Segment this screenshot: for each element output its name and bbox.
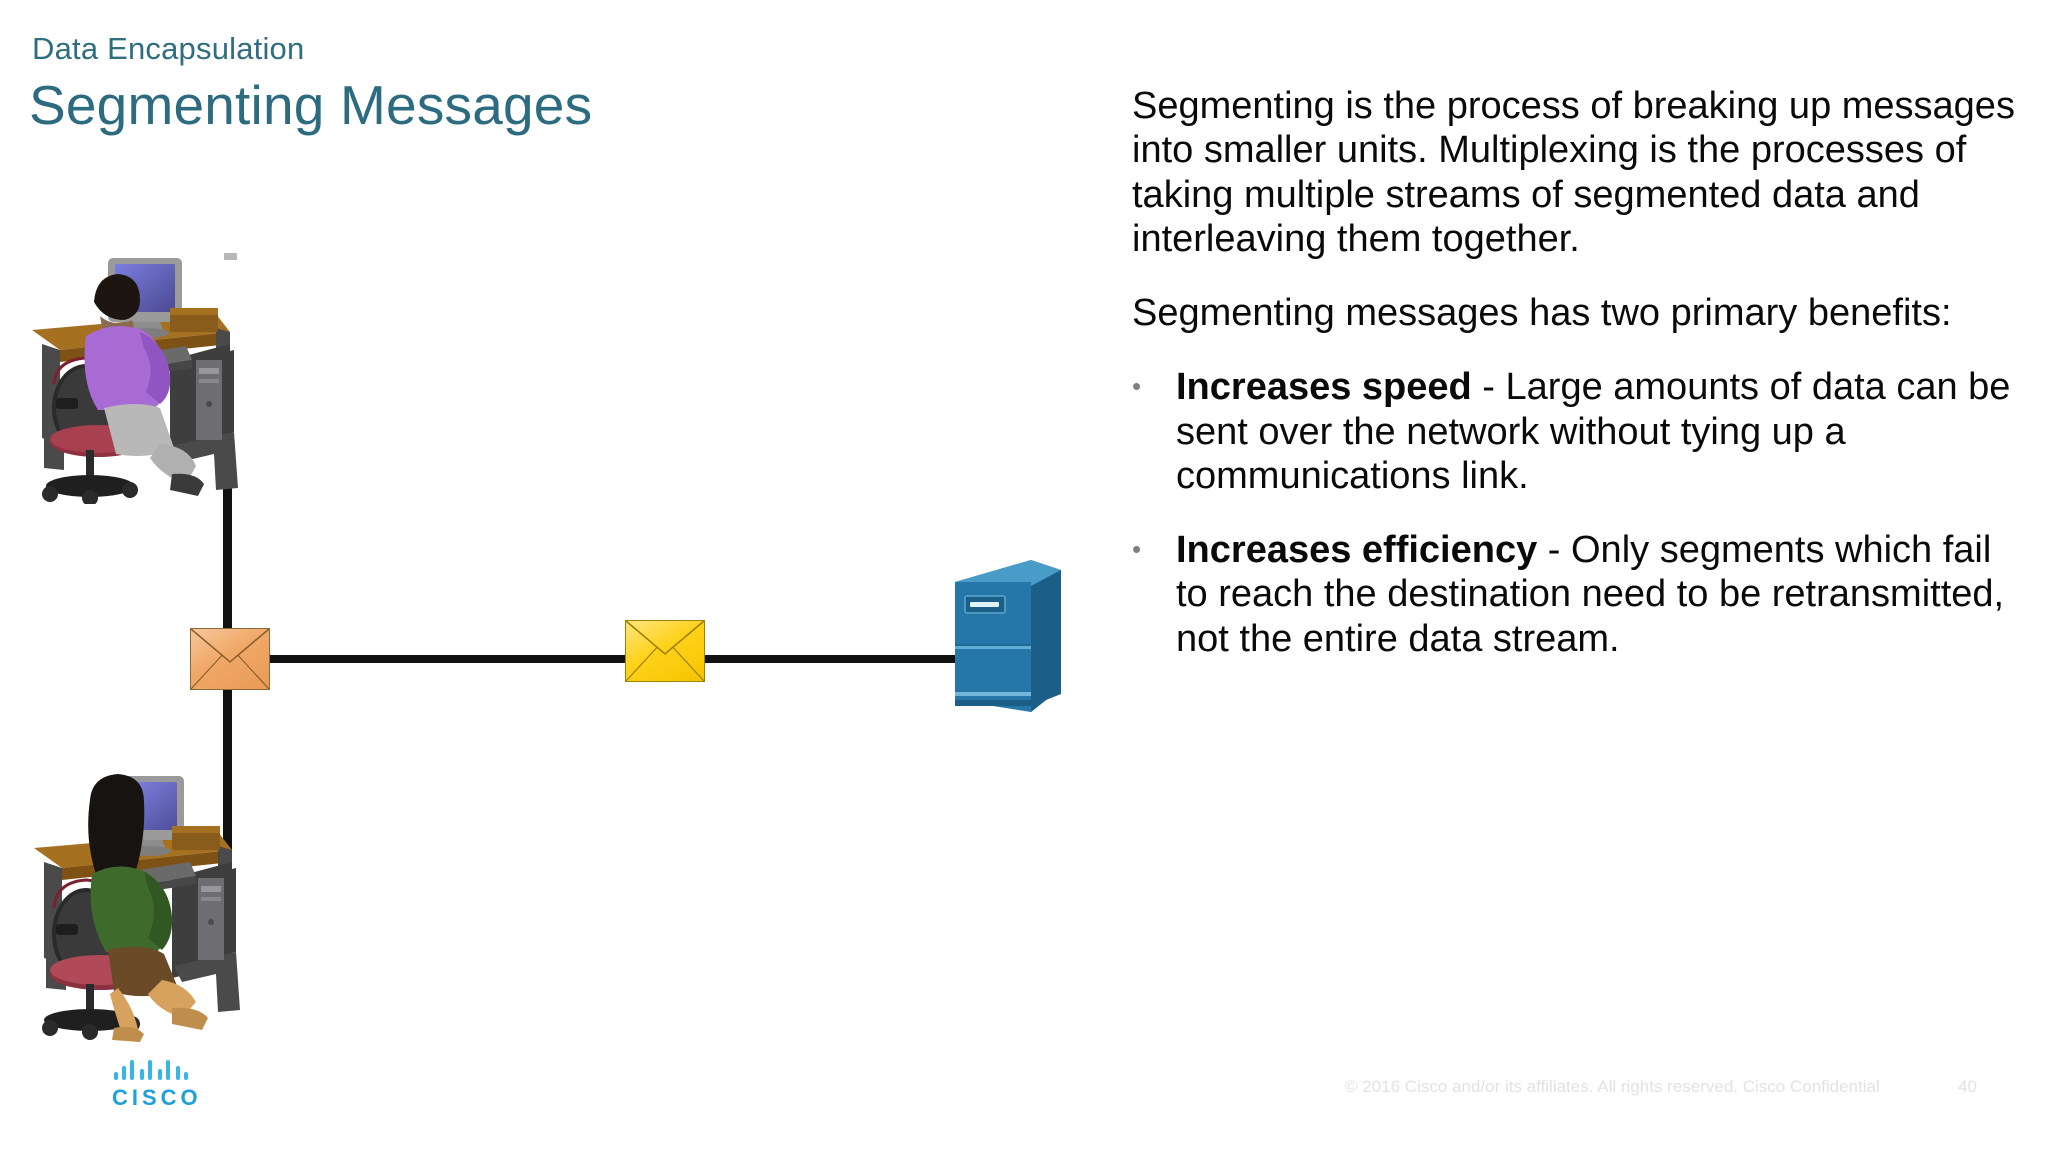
paragraph-1: Segmenting is the process of breaking up… [1132, 85, 2015, 260]
slide-eyebrow: Data Encapsulation [32, 31, 305, 66]
segment-envelope-orange [190, 628, 270, 690]
footer-page-number: 40 [1958, 1077, 1977, 1096]
paragraph-2: Segmenting messages has two primary bene… [1132, 292, 1952, 335]
bullet-rest: - Large amounts of data can be sent over… [1176, 366, 2011, 497]
bullet-dot-icon: • [1132, 371, 1142, 402]
bullet-item-increases-efficiency: • Increases efficiency - Only segments w… [1132, 528, 2032, 661]
page-title: Segmenting Messages [29, 74, 593, 136]
bullet-lead: Increases efficiency [1176, 529, 1538, 572]
bullet-text: Increases speed - Large amounts of data … [1176, 365, 2032, 498]
segment-envelope-yellow [625, 620, 705, 682]
server-icon [955, 560, 1061, 712]
bullet-lead: Increases speed [1176, 366, 1472, 409]
bullet-dot-icon: • [1132, 534, 1142, 565]
link-horizontal [232, 655, 957, 663]
stray-pixel-artifact [224, 253, 237, 260]
bullet-text: Increases efficiency - Only segments whi… [1176, 528, 2032, 661]
footer-legal-text: © 2016 Cisco and/or its affiliates. All … [1345, 1077, 1880, 1096]
workstation-top-icon [20, 232, 252, 506]
bullet-rest: - Only segments which fail to reach the … [1176, 529, 2005, 660]
cisco-bridge-icon [112, 1058, 198, 1080]
cisco-wordmark: CISCO [112, 1085, 202, 1110]
bullet-item-increases-speed: • Increases speed - Large amounts of dat… [1132, 365, 2032, 498]
workstation-bottom-icon [22, 762, 254, 1042]
network-diagram [20, 232, 1061, 1042]
body-text-column: Segmenting is the process of breaking up… [1132, 84, 2032, 691]
cisco-logo: CISCO [112, 1058, 204, 1116]
